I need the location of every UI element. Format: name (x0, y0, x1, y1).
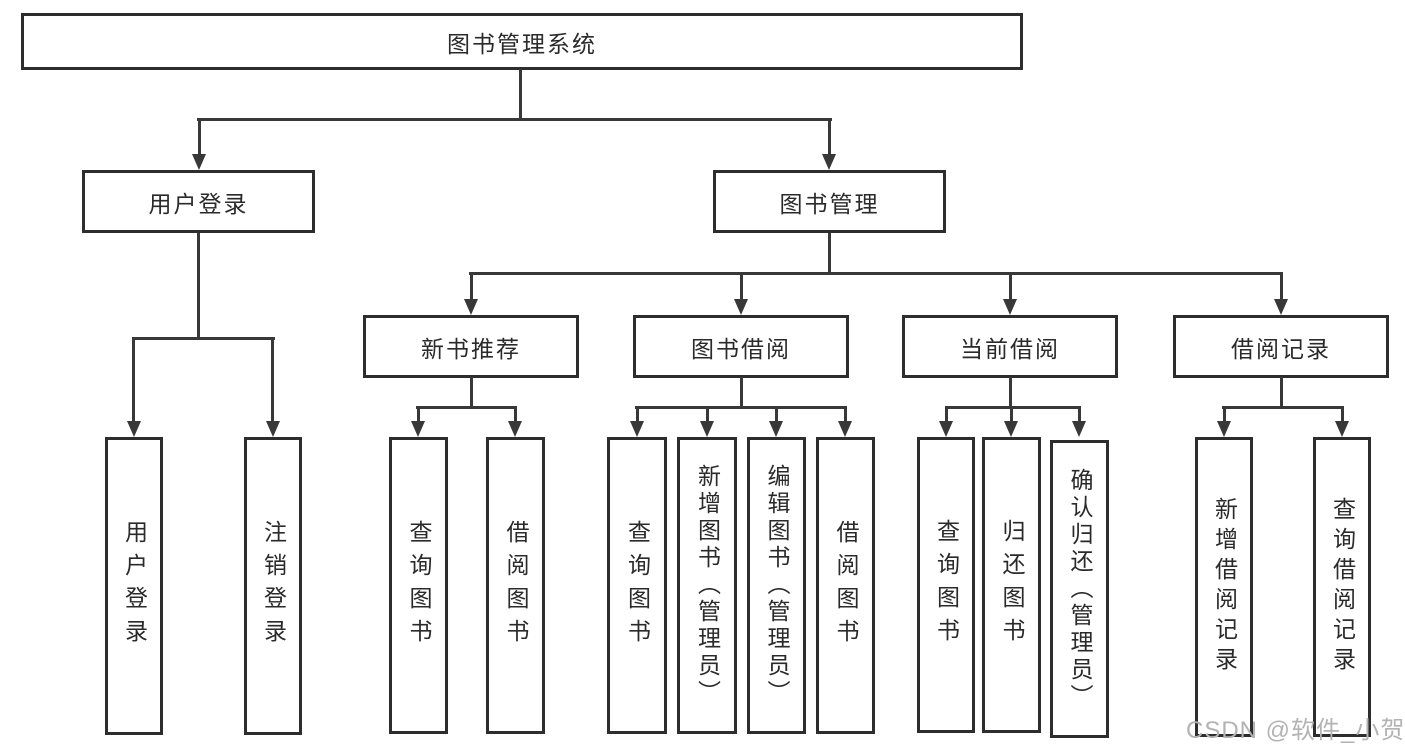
node-user-login: 用户登录 (82, 170, 315, 233)
node-book-mgmt: 图书管理 (713, 170, 946, 233)
connector-drop-book-borrow (740, 272, 743, 301)
connector-root-drop-right (828, 118, 831, 156)
leaf-edit-book: 编辑图书（管理员） (747, 437, 806, 734)
arrow-to-borrow-records (1274, 299, 1288, 315)
arrow-to-leaf-logout (266, 421, 280, 437)
leaf-return-book-label: 归还图书 (999, 519, 1025, 651)
connector-book-borrow-drop-2 (706, 406, 709, 423)
connector-book-borrow-drop-4 (844, 406, 847, 423)
leaf-query-book-3: 查询图书 (917, 437, 975, 733)
leaf-query-record: 查询借阅记录 (1313, 437, 1371, 737)
leaf-confirm-return: 确认归还（管理员） (1050, 440, 1109, 738)
connector-current-borrow-drop-2 (1010, 406, 1013, 423)
connector-book-borrow-drop-1 (636, 406, 639, 423)
leaf-query-book-2: 查询图书 (607, 437, 667, 734)
arrow-to-return-book (1004, 421, 1018, 437)
arrow-to-query-book-1 (411, 421, 425, 437)
leaf-add-book: 新增图书（管理员） (677, 437, 737, 734)
connector-borrow-records-drop-1 (1223, 406, 1226, 423)
node-root: 图书管理系统 (21, 13, 1023, 70)
leaf-borrow-book-2-label: 借阅图书 (833, 519, 859, 652)
leaf-user-login: 用户登录 (105, 437, 163, 735)
arrow-to-confirm-return (1072, 421, 1086, 437)
arrow-to-current-borrow (1003, 299, 1017, 315)
connector-new-book-rec-stem (470, 377, 473, 408)
leaf-borrow-book-1: 借阅图书 (486, 437, 545, 734)
arrow-to-book-borrow (734, 299, 748, 315)
arrow-to-query-book-2 (630, 421, 644, 437)
connector-drop-borrow-records (1280, 272, 1283, 301)
leaf-query-record-label: 查询借阅记录 (1329, 497, 1356, 677)
leaf-add-record: 新增借阅记录 (1195, 437, 1253, 737)
connector-book-mgmt-hline (469, 272, 1283, 275)
connector-book-borrow-hline (635, 406, 847, 409)
connector-new-book-rec-hline (416, 406, 517, 409)
arrow-to-leaf-user-login (127, 421, 141, 437)
leaf-confirm-return-label: 确认归还（管理员） (1067, 467, 1093, 711)
connector-borrow-records-hline (1222, 406, 1344, 409)
connector-new-book-rec-drop-2 (514, 406, 517, 423)
connector-root-stem (519, 69, 522, 120)
connector-user-login-hline (132, 337, 275, 340)
leaf-query-book-1: 查询图书 (389, 437, 448, 734)
arrow-to-query-record (1335, 421, 1349, 437)
node-borrow-records: 借阅记录 (1173, 315, 1389, 378)
leaf-query-book-1-label: 查询图书 (406, 519, 432, 652)
arrow-to-borrow-book-1 (508, 421, 522, 437)
connector-user-login-drop-1 (132, 337, 135, 423)
leaf-return-book: 归还图书 (982, 437, 1041, 733)
connector-borrow-records-stem (1280, 377, 1283, 408)
connector-root-drop-left (198, 118, 201, 156)
node-new-book-rec-label: 新书推荐 (421, 335, 521, 362)
leaf-logout-label: 注销登录 (260, 520, 287, 652)
leaf-user-login-label: 用户登录 (121, 520, 148, 652)
csdn-watermark: CSDN @软件_小贺同学 (1186, 717, 1405, 744)
arrow-to-add-book (700, 421, 714, 437)
connector-current-borrow-stem (1009, 377, 1012, 408)
node-user-login-label: 用户登录 (148, 190, 249, 217)
arrow-to-query-book-3 (939, 421, 953, 437)
node-book-borrow: 图书借阅 (633, 315, 849, 378)
arrow-to-add-record (1217, 421, 1231, 437)
node-new-book-rec: 新书推荐 (363, 315, 579, 378)
connector-book-mgmt-stem (828, 233, 831, 274)
node-current-borrow: 当前借阅 (902, 315, 1118, 378)
leaf-add-book-label: 新增图书（管理员） (694, 464, 721, 707)
connector-drop-new-book-rec (470, 272, 473, 301)
connector-drop-current-borrow (1009, 272, 1012, 301)
connector-current-borrow-drop-3 (1078, 406, 1081, 423)
connector-book-borrow-stem (740, 377, 743, 408)
connector-current-borrow-drop-1 (945, 406, 948, 423)
arrow-to-borrow-book-2 (838, 421, 852, 437)
node-current-borrow-label: 当前借阅 (960, 335, 1060, 362)
leaf-borrow-book-2: 借阅图书 (816, 437, 875, 734)
node-root-label: 图书管理系统 (447, 30, 597, 57)
leaf-add-record-label: 新增借阅记录 (1211, 497, 1238, 677)
node-book-mgmt-label: 图书管理 (779, 190, 880, 217)
leaf-edit-book-label: 编辑图书（管理员） (764, 464, 790, 707)
leaf-borrow-book-1-label: 借阅图书 (503, 519, 529, 652)
node-book-borrow-label: 图书借阅 (691, 335, 791, 362)
leaf-query-book-2-label: 查询图书 (624, 519, 651, 652)
connector-user-login-drop-2 (271, 337, 274, 423)
node-borrow-records-label: 借阅记录 (1231, 335, 1331, 362)
connector-new-book-rec-drop-1 (417, 406, 420, 423)
leaf-logout: 注销登录 (244, 437, 302, 735)
arrow-to-edit-book (769, 421, 783, 437)
connector-root-hline (197, 118, 832, 121)
connector-user-login-stem (197, 233, 200, 339)
connector-current-borrow-hline (945, 406, 1081, 409)
arrow-to-user-login (192, 154, 206, 170)
arrow-to-new-book-rec (464, 299, 478, 315)
arrow-to-book-mgmt (822, 154, 836, 170)
connector-borrow-records-drop-2 (1341, 406, 1344, 423)
leaf-query-book-3-label: 查询图书 (933, 519, 960, 651)
connector-book-borrow-drop-3 (775, 406, 778, 423)
